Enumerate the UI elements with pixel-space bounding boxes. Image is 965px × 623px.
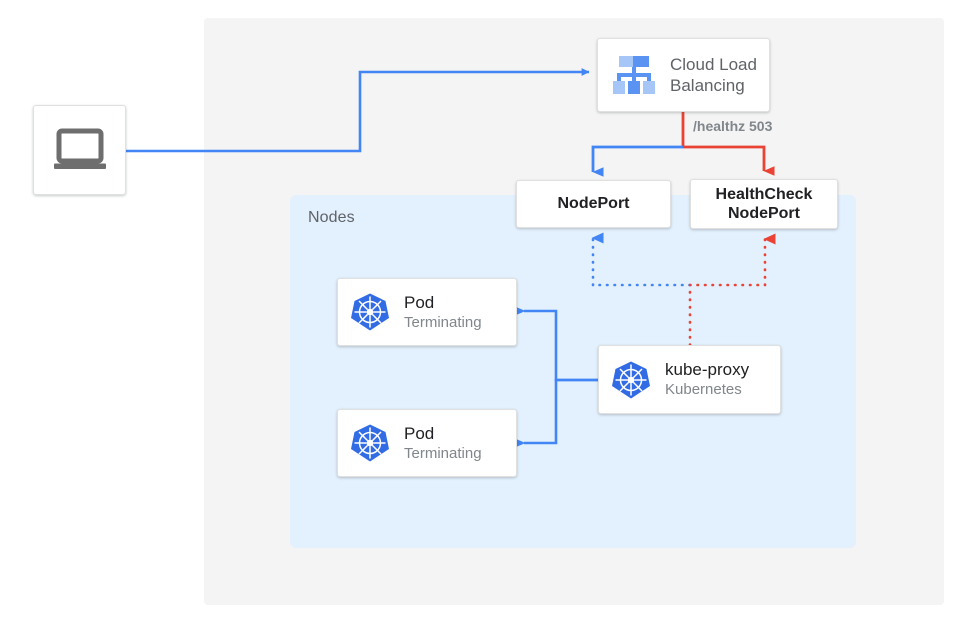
healthcheck-nodeport-text: HealthCheck NodePort — [716, 185, 813, 223]
kube-proxy-text: kube-proxy Kubernetes — [665, 359, 749, 400]
cloud-load-balancing-text: Cloud Load Balancing — [670, 54, 757, 97]
healthcheck-nodeport-card[interactable]: HealthCheck NodePort — [690, 179, 838, 229]
cloud-load-balancing-label-line1: Cloud Load — [670, 54, 757, 74]
healthz-status-label: /healthz 503 — [693, 118, 773, 134]
nodes-region-label: Nodes — [308, 209, 355, 226]
pod-2-status: Terminating — [404, 444, 482, 462]
cloud-load-balancing-card[interactable]: Cloud Load Balancing — [597, 38, 770, 112]
kubernetes-icon — [351, 293, 389, 331]
pod-card-1[interactable]: Pod Terminating — [337, 278, 517, 346]
kubernetes-icon — [612, 361, 650, 398]
pod-1-text: Pod Terminating — [404, 292, 482, 333]
pod-2-text: Pod Terminating — [404, 423, 482, 464]
kube-proxy-label: kube-proxy — [665, 360, 750, 380]
cloud-load-balancing-icon — [613, 56, 655, 94]
pod-1-status: Terminating — [404, 313, 482, 331]
pod-1-label: Pod — [404, 292, 435, 312]
laptop-icon — [53, 128, 106, 169]
kubernetes-icon — [351, 424, 389, 462]
kube-proxy-sublabel: Kubernetes — [665, 381, 742, 399]
healthcheck-nodeport-label-line2: NodePort — [727, 205, 800, 222]
kube-proxy-card[interactable]: kube-proxy Kubernetes — [598, 345, 781, 414]
pod-card-2[interactable]: Pod Terminating — [337, 409, 517, 477]
healthcheck-nodeport-label-line1: HealthCheck — [715, 185, 813, 203]
pod-2-label: Pod — [404, 423, 435, 443]
cloud-load-balancing-label-line2: Balancing — [670, 76, 745, 95]
nodeport-card[interactable]: NodePort — [516, 180, 671, 228]
nodeport-label: NodePort — [557, 195, 630, 213]
client-device[interactable] — [33, 105, 126, 195]
